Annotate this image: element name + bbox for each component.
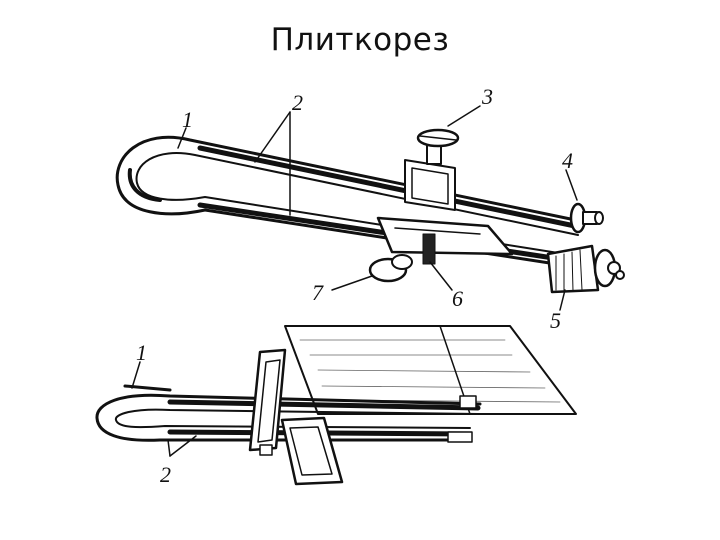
upper-tile-cutter-drawing: 1 2 3 4 5 6 7 (115, 84, 625, 333)
callout-1-upper: 1 (182, 107, 193, 132)
callout-2-lower: 2 (160, 462, 171, 487)
lower-tile-cutter-drawing: 1 2 (95, 325, 577, 487)
callout-7-upper: 7 (312, 280, 324, 305)
callout-6-upper: 6 (452, 286, 463, 311)
callout-4-upper: 4 (562, 148, 573, 173)
callout-5-upper: 5 (550, 308, 561, 333)
slide-title: Плиткорез (270, 22, 450, 58)
callout-1-lower: 1 (136, 340, 147, 365)
callout-3-upper: 3 (481, 84, 493, 109)
callout-2-upper: 2 (292, 90, 303, 115)
